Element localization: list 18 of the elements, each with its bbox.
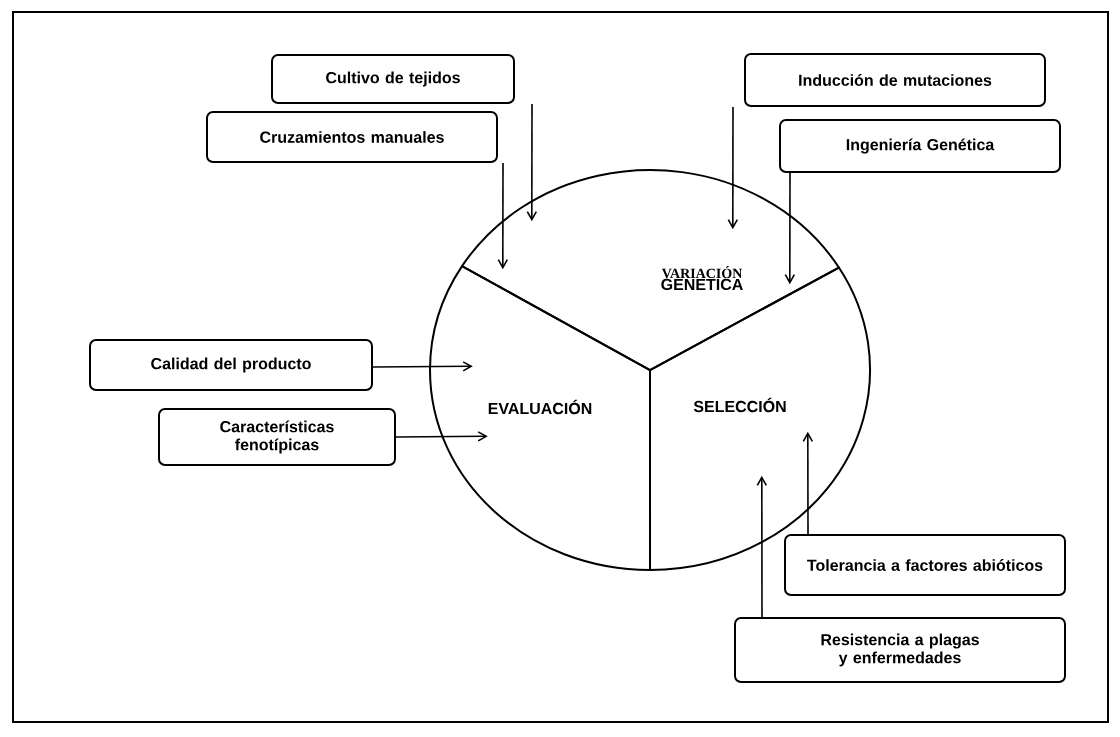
arrow	[802, 431, 814, 535]
text-box: Cultivo de tejidos	[271, 54, 515, 104]
arrow	[756, 475, 768, 618]
arrow	[526, 103, 538, 222]
arrow	[727, 106, 739, 230]
text-box: Inducción de mutaciones	[744, 53, 1046, 107]
text-box: Ingeniería Genética	[779, 119, 1061, 173]
arrow	[372, 361, 473, 372]
arrow	[784, 172, 796, 285]
arrow	[395, 431, 488, 442]
sector: VARIACIÓN GENETICA	[461, 169, 840, 371]
text-box: Resistencia a plagas y enfermedades	[734, 617, 1066, 683]
text-box: Calidad del producto	[89, 339, 373, 391]
text-box: Cruzamientos manuales	[206, 111, 498, 163]
text-box: Características fenotípicas	[158, 408, 396, 466]
text-box: Tolerancia a factores abióticos	[784, 534, 1066, 596]
sector: EVALUACIÓN	[429, 265, 651, 571]
arrow	[497, 162, 509, 270]
